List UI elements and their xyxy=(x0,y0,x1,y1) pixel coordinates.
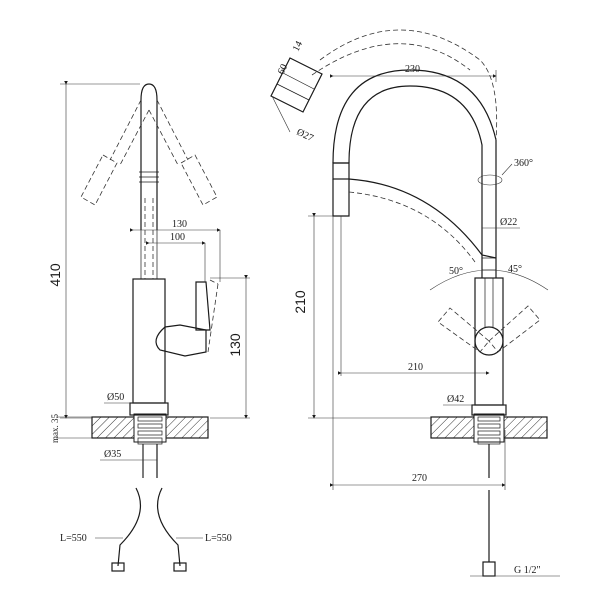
hose-length-right: L=550 xyxy=(205,533,232,544)
dim-d27: Ø27 xyxy=(295,127,315,144)
dim-d35: Ø35 xyxy=(104,449,121,460)
lever-left xyxy=(155,324,207,357)
dim-d22: Ø22 xyxy=(500,217,517,228)
angle-50: 50° xyxy=(449,266,463,277)
spout-left xyxy=(140,83,158,230)
faucet-body-left xyxy=(132,278,166,404)
angle-45: 45° xyxy=(508,264,522,275)
dim-130-top: 130 xyxy=(172,219,187,230)
dim-100: 100 xyxy=(170,232,185,243)
dim-270: 270 xyxy=(412,473,427,484)
dim-130-side: 130 xyxy=(227,333,243,357)
dim-230: 230 xyxy=(405,64,420,75)
swing-positions-left xyxy=(80,99,218,206)
dim-210-vertical: 210 xyxy=(292,290,308,314)
nozzle-pullout xyxy=(270,29,498,141)
lever-swing xyxy=(429,269,549,353)
dim-d50: Ø50 xyxy=(107,392,124,403)
dim-g12: G 1/2" xyxy=(514,565,541,576)
hose-length-left: L=550 xyxy=(60,533,87,544)
right-view: 230 60 14 Ø27 360° Ø22 50° 45° 210 210 Ø… xyxy=(270,29,560,577)
base-disc-left xyxy=(129,402,169,416)
dim-210-horizontal: 210 xyxy=(408,362,423,373)
dim-max35: max. 35 xyxy=(50,414,60,443)
arm-right xyxy=(348,178,497,259)
dim-d42: Ø42 xyxy=(447,394,464,405)
hoses xyxy=(111,444,187,572)
lever-knob-right xyxy=(474,326,504,356)
rotation-360: 360° xyxy=(514,158,533,169)
dim-nozzle-60: 60 xyxy=(276,63,290,77)
left-view: 410 130 100 130 Ø50 max. 35 Ø35 L=550 L=… xyxy=(47,81,250,572)
spout-right xyxy=(332,69,497,278)
connector-right xyxy=(482,561,496,577)
dim-410: 410 xyxy=(47,263,63,287)
dim-nozzle-14: 14 xyxy=(291,40,305,54)
